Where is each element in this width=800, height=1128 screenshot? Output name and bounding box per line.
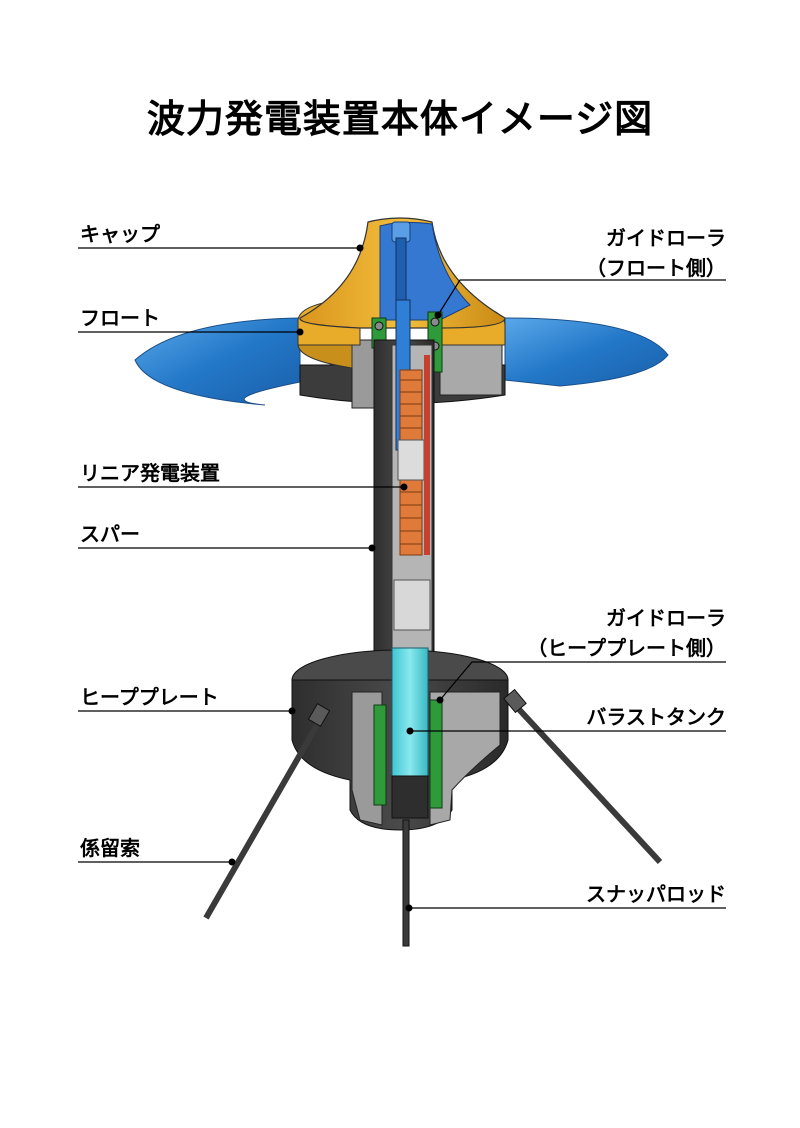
leader-dots (228, 244, 444, 912)
label-ballast-tank: バラストタンク (586, 705, 726, 729)
label-spar: スパー (80, 522, 140, 546)
water-surface (134, 317, 301, 406)
label-guide-roller-float: ガイドローラ (606, 226, 726, 250)
mooring-line-left (203, 718, 323, 920)
snap-rod (402, 819, 410, 947)
label-float: フロート (80, 306, 160, 330)
float-section-right (439, 339, 503, 396)
leader-lines (78, 247, 726, 909)
label-heave-plate: ヒーププレート (80, 685, 219, 709)
label-snap-rod: スナッパロッド (586, 882, 726, 906)
generator-coils (399, 369, 423, 556)
label-guide-roller-float-sub: （フロート側） (586, 256, 726, 280)
label-linear-generator: リニア発電装置 (80, 461, 220, 485)
guide-roller-heave-left (373, 704, 387, 806)
label-cap: キャップ (80, 222, 160, 246)
ballast-tank (391, 647, 429, 777)
page-title: 波力発電装置本体イメージ図 (146, 97, 654, 141)
label-mooring: 係留索 (80, 836, 140, 860)
guide-roller-heave-right (429, 699, 443, 809)
label-guide-roller-heave: ガイドローラ (606, 606, 726, 630)
water-surface-right (504, 317, 669, 387)
label-guide-roller-heave-sub: （ヒーププレート側） (527, 636, 726, 660)
